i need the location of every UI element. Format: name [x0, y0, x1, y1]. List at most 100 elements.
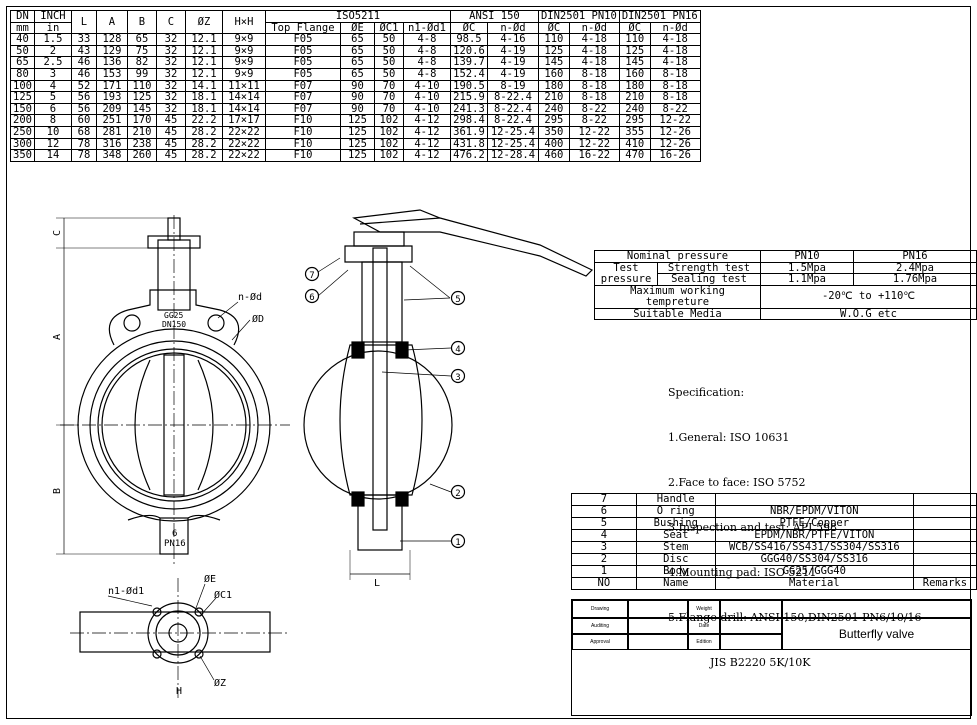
dim-cell: F05 — [264, 33, 341, 46]
dim-cell: F10 — [264, 137, 341, 151]
dim-cell: 12-25.4 — [486, 125, 539, 139]
dim-header-7: H×H — [221, 9, 266, 35]
handle — [352, 209, 594, 277]
dim-cell: F10 — [264, 125, 341, 139]
dim-cell: 12.1 — [184, 44, 223, 58]
dim-cell: 4-12 — [402, 149, 451, 162]
dim-cell: 350 — [537, 125, 570, 139]
pn16-header: PN16 — [853, 250, 977, 263]
dim-a: A — [52, 334, 63, 340]
bom-header-cell: Name — [635, 577, 716, 590]
side-disc — [303, 350, 453, 500]
bom-cell — [912, 517, 977, 530]
balloon-4 — [450, 340, 466, 356]
dim-cell: 128 — [95, 33, 128, 46]
dim-cell: 350 — [10, 149, 35, 162]
test-pressure-label: Test pressure — [594, 261, 658, 286]
label-nd: n-Ød — [238, 291, 262, 303]
bom-cell — [912, 505, 977, 518]
balloon-text-4: 4 — [455, 345, 460, 355]
spec-line-2: 2.Face to face: ISO 5752 — [668, 476, 806, 489]
temperature-value: -20℃ to +110℃ — [760, 284, 977, 309]
dim-subheader-10: ØC — [618, 21, 651, 35]
dim-cell: 12-22 — [568, 125, 620, 139]
dim-cell: 4-19 — [486, 44, 539, 58]
dim-cell: 4-18 — [649, 44, 701, 58]
bom-cell: GGG40/SS304/SS316 — [714, 553, 914, 566]
title-block: Drawing Auditing Approval Weight Date Ed… — [571, 599, 972, 716]
weight-value — [720, 600, 782, 618]
balloon-text-6: 6 — [309, 293, 314, 303]
drawing-frame — [6, 6, 971, 719]
specification-title: Specification: — [668, 386, 745, 399]
bom-header-cell: NO — [571, 577, 637, 590]
dim-cell: 16-22 — [568, 149, 620, 162]
bom-cell: Stem — [635, 541, 716, 554]
balloon-2 — [450, 484, 466, 500]
bom-cell — [912, 529, 977, 542]
pn10-header: PN10 — [760, 250, 854, 263]
bom-cell: PTFE/Copper — [714, 517, 914, 530]
bom-cell: 3 — [571, 541, 637, 554]
title-top-row — [782, 600, 971, 618]
side-flange — [344, 245, 413, 263]
label-oe: ØE — [204, 573, 216, 585]
dim-cell: 125 — [537, 44, 570, 58]
weight-label: Weight — [688, 600, 720, 618]
spec-line-6: JIS B2220 5K/10K — [668, 656, 811, 669]
bom-cell — [912, 565, 977, 578]
dim-cell: 102 — [373, 149, 404, 162]
dim-subheader-8: ØC — [537, 21, 570, 35]
date-label: Date — [688, 618, 720, 634]
bom-cell: GG25/GGG40 — [714, 565, 914, 578]
bom-cell: Bushing — [635, 517, 716, 530]
label-od: ØD — [252, 313, 264, 325]
bom-header-cell: Material — [714, 577, 914, 590]
drawing-title: Butterfly valve — [782, 618, 971, 650]
dim-header-6: ØZ — [184, 9, 223, 35]
dim-cell: 12-26 — [649, 137, 701, 151]
dim-cell: 78 — [70, 149, 97, 162]
bom-cell: 7 — [571, 493, 637, 506]
dim-cell: 45 — [155, 137, 186, 151]
dim-header-3: A — [95, 9, 128, 35]
balloon-3 — [450, 368, 466, 384]
balloon-6 — [304, 288, 320, 304]
bom-cell: 4 — [571, 529, 637, 542]
dim-header-5: C — [155, 9, 186, 35]
dim-cell: 125 — [618, 44, 651, 58]
balloon-text-3: 3 — [455, 373, 460, 383]
bom-cell: Seat — [635, 529, 716, 542]
label-h: H — [176, 686, 182, 697]
label-six: 6 — [172, 529, 177, 539]
dim-subheader-11: n-Ød — [649, 21, 701, 35]
strength-pn10: 1.5Mpa — [760, 261, 854, 274]
dim-cell: 28.2 — [184, 149, 223, 162]
auditing-label: Auditing — [572, 618, 628, 634]
dim-cell: 12-22 — [568, 137, 620, 151]
sealing-pn10: 1.1Mpa — [760, 273, 854, 286]
bom-cell — [912, 493, 977, 506]
bom-cell: 2 — [571, 553, 637, 566]
media-value: W.O.G etc — [760, 307, 977, 320]
dim-l: L — [374, 578, 380, 589]
label-pn16: PN16 — [164, 539, 186, 549]
dim-c: C — [52, 230, 63, 236]
dim-cell: 12.1 — [184, 33, 223, 46]
top-view-body — [79, 611, 271, 653]
strength-test-label: Strength test — [657, 261, 761, 274]
unit-mm: mm — [10, 21, 35, 35]
bom-cell: WCB/SS416/SS431/SS304/SS316 — [714, 541, 914, 554]
